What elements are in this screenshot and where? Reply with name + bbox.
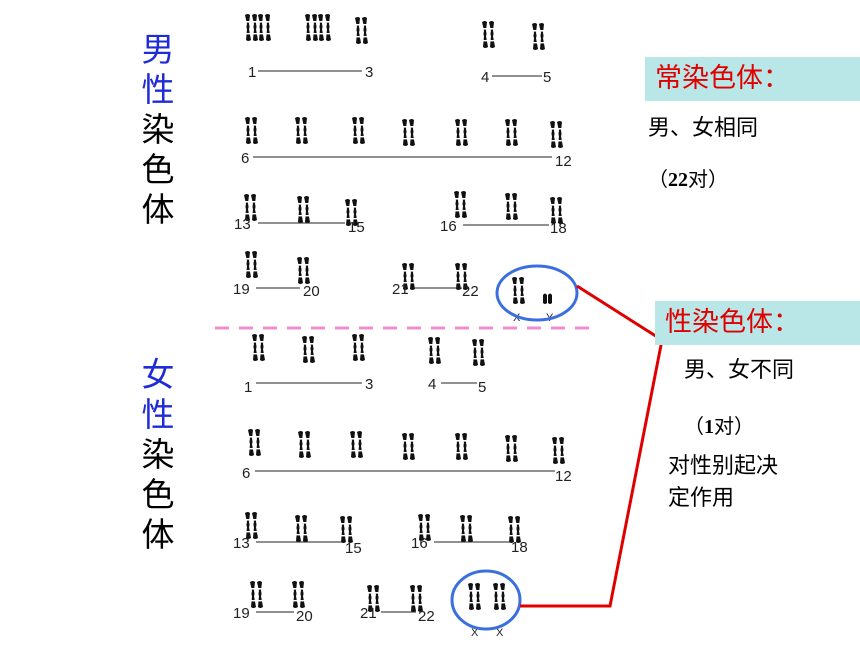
sex-chromosome-pair-unit: 对） [714,414,754,438]
autosome-paren-open: （ [648,167,668,191]
male-title-char-1: 男 [141,30,175,69]
female-row-1-chromosomes [252,334,485,366]
label-12: 12 [555,153,572,170]
female-sex-chromosomes-xx [468,583,506,610]
label-18: 18 [550,220,567,237]
autosome-pair-unit: 对） [688,167,728,191]
female-title-char-2: 性 [141,395,175,434]
autosome-count-text: （22对） [648,163,728,192]
sex-chromosome-role-line-2: 定作用 [668,486,735,511]
female-label-3: 3 [365,376,373,393]
female-row-3-chromosomes [245,512,521,543]
sex-chromosome-role-line-1: 对性别起决 [668,454,779,479]
female-karyotype-title: 女 性 染 色 体 [138,355,178,555]
label-20: 20 [303,283,320,300]
sex-chromosome-count-text: （1对） [684,410,754,439]
female-x-label-1: X [471,627,479,639]
sex-chromosome-heading-box: 性染色体： [655,301,860,345]
label-1: 1 [248,64,256,81]
label-5: 5 [543,69,551,86]
female-label-13: 13 [233,535,250,552]
label-22: 22 [462,283,479,300]
male-title-char-5: 体 [141,190,175,229]
male-title-char-3: 染 [141,110,175,149]
autosome-heading: 常染色体： [655,63,790,94]
label-3: 3 [365,64,373,81]
female-x-label-2: X [496,627,504,639]
label-13: 13 [234,216,251,233]
label-6: 6 [241,150,249,167]
male-row-2-chromosomes [245,117,563,148]
female-label-1: 1 [244,379,252,396]
autosome-count: 22 [668,169,688,191]
female-label-21: 21 [360,605,377,622]
female-row-2-chromosomes [248,429,565,464]
autosome-heading-box: 常染色体： [645,57,860,101]
male-title-char-2: 性 [141,70,175,109]
sex-chromosome-connector [520,284,664,608]
female-label-20: 20 [296,608,313,625]
female-label-16: 16 [411,535,428,552]
autosome-description: 男、女相同 [648,116,759,141]
female-label-6: 6 [242,465,250,482]
male-row-1-chromosomes [245,14,545,50]
label-16: 16 [440,218,457,235]
male-sex-chromosome-circle [495,264,579,322]
label-4: 4 [481,69,489,86]
female-title-char-1: 女 [141,355,175,394]
female-label-5: 5 [478,379,486,396]
label-15: 15 [348,219,365,236]
sex-chromosome-count: 1 [704,416,714,438]
female-label-19: 19 [233,605,250,622]
female-label-15: 15 [345,540,362,557]
male-row-4-chromosomes [245,251,468,290]
female-title-char-3: 染 [141,435,175,474]
sex-chromosome-paren-open: （ [684,414,704,438]
female-label-12: 12 [555,468,572,485]
female-label-18: 18 [511,539,528,556]
sex-chromosome-heading: 性染色体： [665,307,800,338]
label-21: 21 [392,281,409,298]
male-sex-chromosomes-xy [512,277,552,304]
male-title-char-4: 色 [141,150,175,189]
sex-chromosome-description: 男、女不同 [684,358,795,383]
female-sex-chromosome-circle [450,569,522,631]
male-row-3-chromosomes [244,191,563,226]
male-karyotype-title: 男 性 染 色 体 [138,30,178,230]
female-title-char-4: 色 [141,475,175,514]
female-label-22: 22 [418,608,435,625]
label-19: 19 [233,281,250,298]
female-row-4-chromosomes [250,581,423,612]
female-label-4: 4 [428,376,436,393]
female-title-char-5: 体 [141,515,175,554]
